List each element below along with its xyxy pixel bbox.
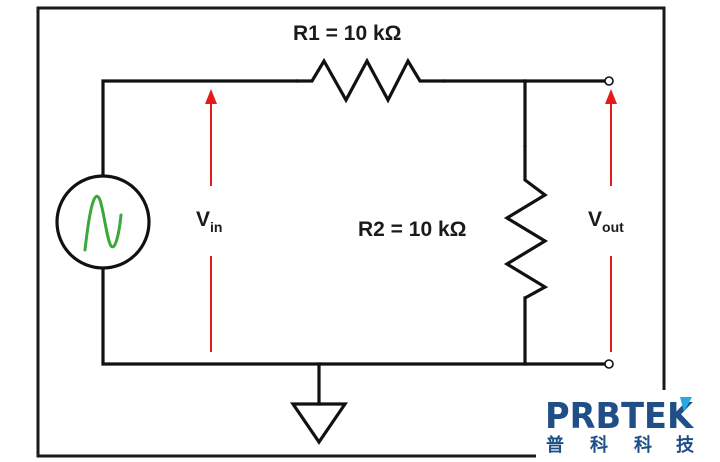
vin-arrow-head: [205, 89, 217, 104]
vout-label-sub: out: [602, 219, 624, 235]
vin-label: Vin: [196, 208, 222, 235]
bottom-wire: [101, 260, 607, 366]
prbtek-logo: PRBTEK 普 科 科 技: [536, 390, 718, 460]
vin-label-main: V: [196, 208, 210, 231]
logo-accent-icon: [680, 397, 692, 412]
sine-wave-icon: [83, 194, 123, 252]
vout-arrow-head: [605, 89, 617, 104]
logo-subtitle-1: 普: [546, 434, 564, 456]
top-wire-left: [101, 79, 298, 184]
logo-subtitle-2: 科: [590, 434, 608, 456]
logo-name: PRBTEK: [545, 396, 694, 437]
ac-source-icon: [55, 174, 151, 270]
logo-subtitle-4: 技: [676, 434, 695, 456]
r2-label: R2 = 10 kΩ: [358, 218, 467, 241]
resistor-r2: [503, 145, 549, 300]
ground-icon: [289, 402, 349, 445]
vout-label: Vout: [588, 208, 624, 235]
vin-label-sub: in: [210, 219, 222, 235]
resistor-r1: [296, 57, 445, 104]
r1-label: R1 = 10 kΩ: [293, 22, 402, 45]
output-terminal-top: [604, 76, 614, 86]
output-terminal-bottom: [604, 359, 614, 369]
logo-subtitle-3: 科: [634, 434, 652, 456]
vout-label-main: V: [588, 208, 602, 231]
diagram-frame: [36, 6, 666, 458]
